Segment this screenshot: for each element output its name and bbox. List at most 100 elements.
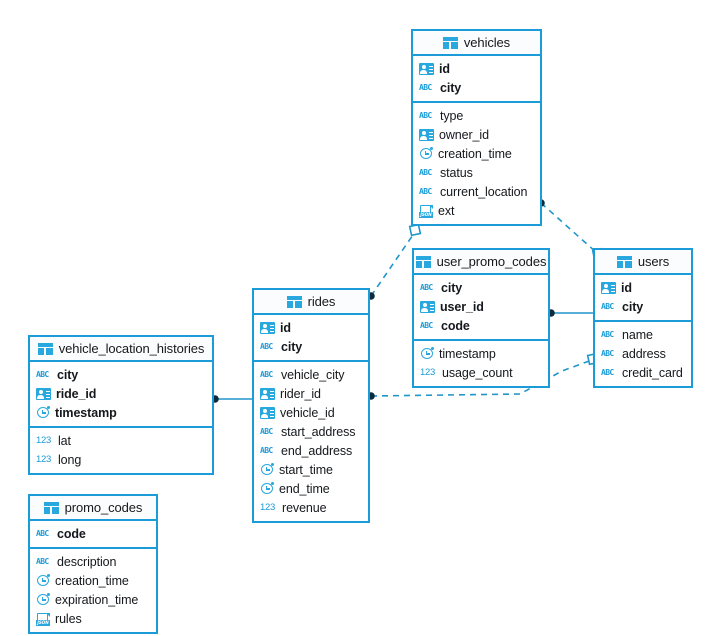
field-label: vehicle_id <box>280 405 335 420</box>
clock-timestamp-icon <box>36 406 50 419</box>
relationship-vehicle-location-histories-to-rides[interactable] <box>211 395 252 403</box>
abc-text-icon: ABC <box>419 167 432 177</box>
field-label: end_address <box>281 443 353 458</box>
field-row-vehicles-city[interactable]: ABC city <box>413 78 540 97</box>
table-grid-icon <box>43 501 59 514</box>
field-row-rides-end_time[interactable]: end_time <box>254 479 368 498</box>
field-row-user_promo_codes-timestamp[interactable]: timestamp <box>414 344 548 363</box>
field-label: timestamp <box>55 405 117 420</box>
field-row-user_promo_codes-user_id[interactable]: user_id <box>414 297 548 316</box>
entity-header-vehicles[interactable]: vehicles <box>413 31 540 56</box>
field-row-rides-id[interactable]: id <box>254 318 368 337</box>
field-label: start_address <box>281 424 356 439</box>
field-row-promo_codes-expiration_time[interactable]: expiration_time <box>30 590 156 609</box>
field-label: city <box>440 80 462 95</box>
numeric-icon: 123 <box>36 434 51 446</box>
field-label: owner_id <box>439 127 489 142</box>
json-document-icon: JSON <box>36 612 50 626</box>
field-row-promo_codes-creation_time[interactable]: creation_time <box>30 571 156 590</box>
entity-title: users <box>637 254 670 269</box>
table-grid-icon <box>442 36 458 49</box>
field-label: address <box>622 346 666 361</box>
field-label: code <box>441 318 470 333</box>
field-label: creation_time <box>55 573 129 588</box>
entity-columns-promo_codes: ABC description creation_time expiration_ti… <box>30 549 156 632</box>
field-row-vehicle_location_histories-lat[interactable]: 123 lat <box>30 431 212 450</box>
relationship-users-to-user-promo-codes[interactable] <box>547 309 593 317</box>
field-row-promo_codes-description[interactable]: ABC description <box>30 552 156 571</box>
abc-text-icon: ABC <box>419 82 432 92</box>
abc-text-icon: ABC <box>260 445 273 455</box>
field-label: creation_time <box>438 146 512 161</box>
field-label: city <box>622 299 644 314</box>
clock-timestamp-icon <box>36 593 50 606</box>
field-row-vehicle_location_histories-timestamp[interactable]: timestamp <box>30 403 212 422</box>
abc-text-icon: ABC <box>420 320 433 330</box>
field-row-vehicle_location_histories-ride_id[interactable]: ride_id <box>30 384 212 403</box>
field-row-vehicles-creation_time[interactable]: creation_time <box>413 144 540 163</box>
field-label: long <box>58 452 82 467</box>
abc-text-icon: ABC <box>419 186 432 196</box>
field-label: rider_id <box>280 386 321 401</box>
field-row-rides-vehicle_id[interactable]: vehicle_id <box>254 403 368 422</box>
field-label: code <box>57 526 86 541</box>
field-label: id <box>439 61 450 76</box>
clock-timestamp-icon <box>260 463 274 476</box>
field-label: description <box>57 554 117 569</box>
entity-header-promo_codes[interactable]: promo_codes <box>30 496 156 521</box>
abc-text-icon: ABC <box>36 528 49 538</box>
field-label: city <box>281 339 303 354</box>
field-label: id <box>280 320 291 335</box>
field-row-users-id[interactable]: id <box>595 278 691 297</box>
field-label: start_time <box>279 462 333 477</box>
field-label: id <box>621 280 632 295</box>
field-row-vehicles-id[interactable]: id <box>413 59 540 78</box>
field-row-rides-end_address[interactable]: ABC end_address <box>254 441 368 460</box>
entity-header-rides[interactable]: rides <box>254 290 368 315</box>
abc-text-icon: ABC <box>36 556 49 566</box>
table-grid-icon <box>415 255 431 268</box>
entity-title: user_promo_codes <box>436 254 547 269</box>
field-label: lat <box>58 433 71 448</box>
field-row-vehicles-owner_id[interactable]: owner_id <box>413 125 540 144</box>
entity-header-vehicle_location_histories[interactable]: vehicle_location_histories <box>30 337 212 362</box>
clock-timestamp-icon <box>419 147 433 160</box>
field-row-user_promo_codes-code[interactable]: ABC code <box>414 316 548 335</box>
field-row-rides-start_time[interactable]: start_time <box>254 460 368 479</box>
entity-header-users[interactable]: users <box>595 250 691 275</box>
entity-header-user_promo_codes[interactable]: user_promo_codes <box>414 250 548 275</box>
field-row-promo_codes-code[interactable]: ABC code <box>30 524 156 543</box>
field-row-rides-rider_id[interactable]: rider_id <box>254 384 368 403</box>
field-label: name <box>622 327 653 342</box>
